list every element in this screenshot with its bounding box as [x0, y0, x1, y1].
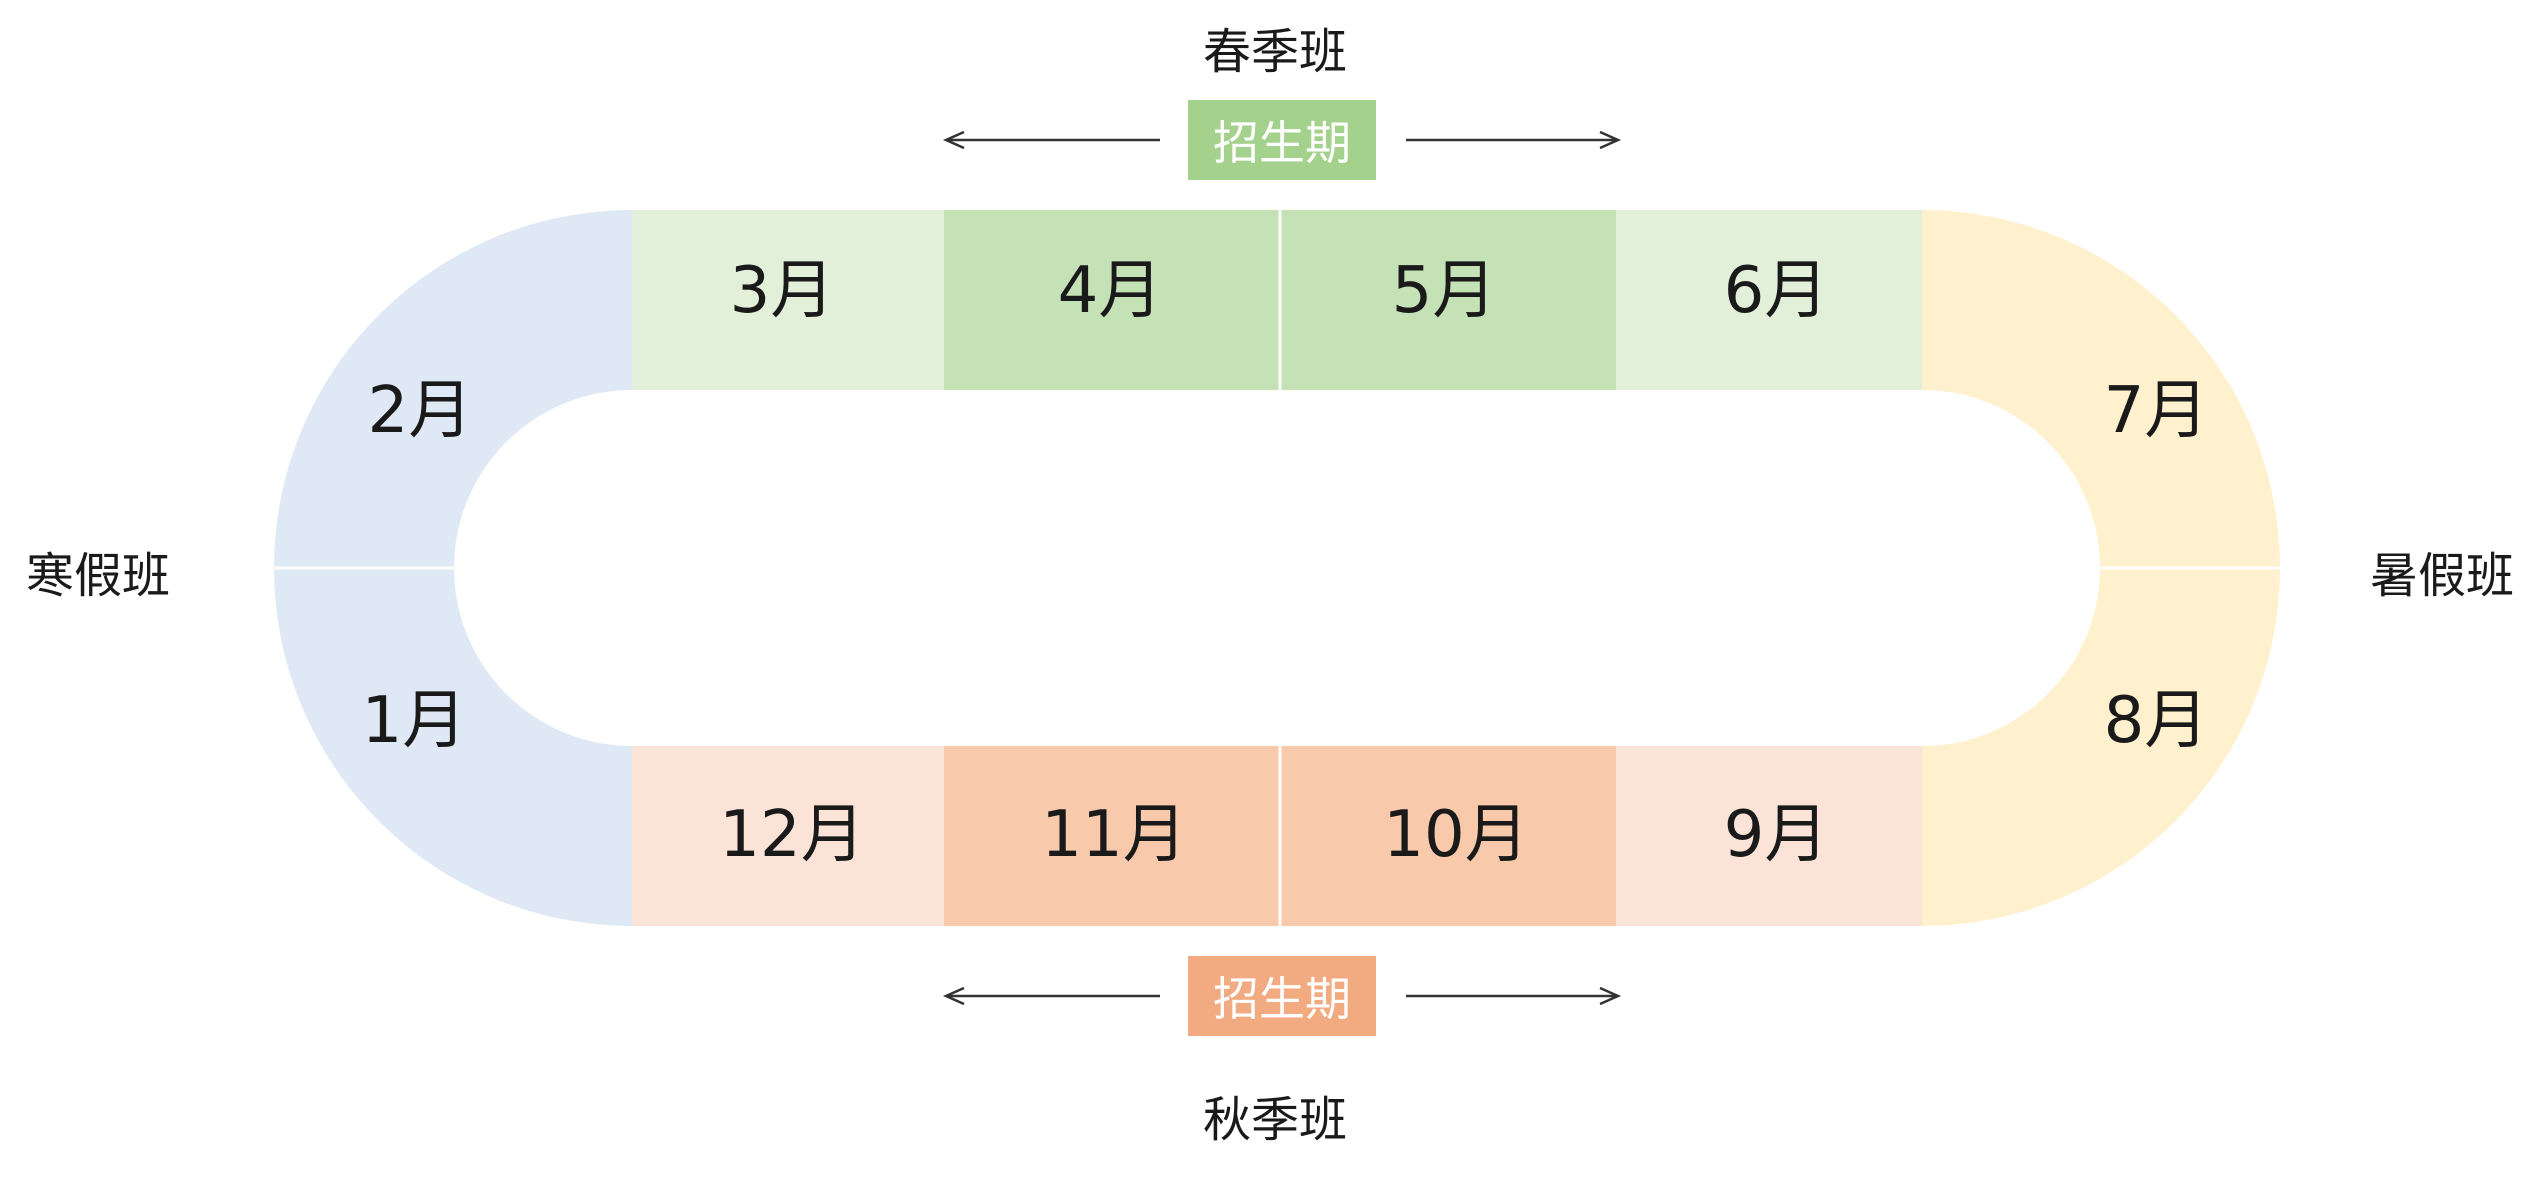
month-label-mar: 3月 — [730, 254, 835, 328]
segment-aug — [1922, 568, 2280, 926]
month-label-may: 5月 — [1392, 254, 1497, 328]
summer-class-label: 暑假班 — [2370, 548, 2515, 604]
segment-jan — [274, 568, 632, 926]
winter-class-label: 寒假班 — [26, 548, 171, 604]
segment-apr — [944, 210, 1280, 390]
segment-jun — [1616, 210, 1922, 390]
enrollment-badge-spring: 招生期 — [1188, 100, 1376, 180]
autumn-class-label: 秋季班 — [1203, 1092, 1348, 1148]
segment-sep — [1616, 746, 1922, 926]
month-label-apr: 4月 — [1058, 254, 1163, 328]
segment-jul — [1922, 210, 2280, 568]
segment-oct — [1280, 746, 1616, 926]
spring-class-label: 春季班 — [1203, 24, 1348, 80]
month-label-feb: 2月 — [368, 374, 473, 448]
month-label-dec: 12月 — [719, 798, 864, 872]
segment-mar — [632, 210, 944, 390]
month-label-jul: 7月 — [2104, 374, 2209, 448]
segment-feb — [274, 210, 632, 568]
month-label-jan: 1月 — [362, 684, 467, 758]
month-label-jun: 6月 — [1724, 254, 1829, 328]
month-label-nov: 11月 — [1041, 798, 1186, 872]
segment-dec — [632, 746, 944, 926]
month-label-oct: 10月 — [1383, 798, 1528, 872]
segment-may — [1280, 210, 1616, 390]
enrollment-badge-autumn: 招生期 — [1188, 956, 1376, 1036]
month-label-aug: 8月 — [2104, 684, 2209, 758]
segment-nov — [944, 746, 1280, 926]
month-label-sep: 9月 — [1724, 798, 1829, 872]
